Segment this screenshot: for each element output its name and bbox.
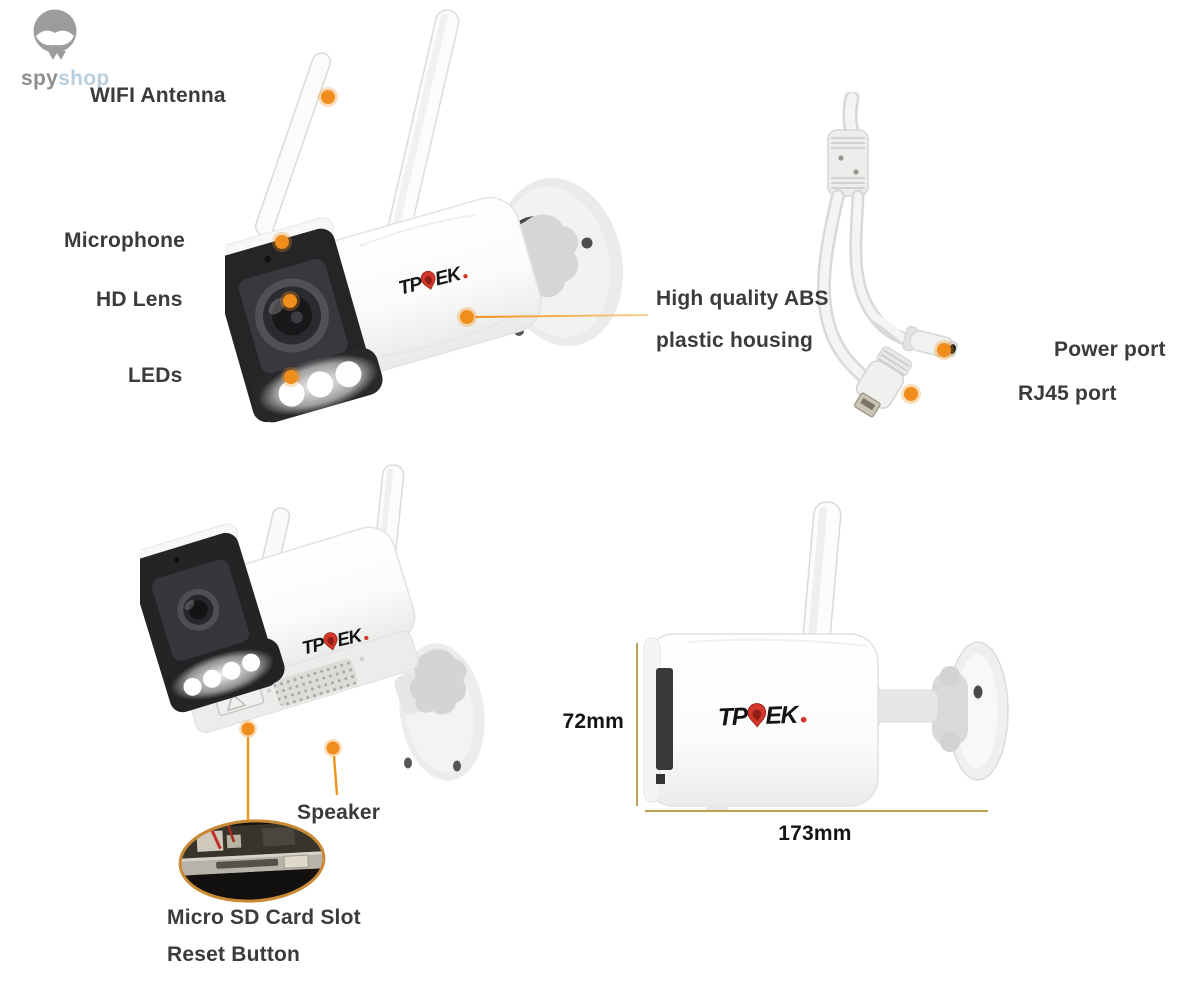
spyshop-logo: spyshop bbox=[18, 6, 109, 91]
pigtail-cable bbox=[816, 92, 958, 418]
label-reset-button: Reset Button bbox=[167, 943, 301, 966]
camera-body: TP EK bbox=[225, 196, 542, 423]
label-microphone: Microphone bbox=[64, 229, 185, 252]
label-micro-sd-card-slot: Micro SD Card Slot bbox=[167, 906, 361, 929]
camera-body: TP EK bbox=[643, 633, 879, 810]
camera-front-view: TP EK bbox=[225, 9, 624, 423]
label-speaker: Speaker bbox=[297, 801, 381, 824]
wall-mount-bracket bbox=[394, 643, 485, 781]
label-hd-lens: HD Lens bbox=[96, 288, 183, 311]
wall-mount-bracket bbox=[864, 641, 1009, 781]
label-housing-line1: High quality ABS bbox=[656, 287, 829, 310]
spyshop-mascot-icon bbox=[33, 9, 77, 60]
wifi-antenna-left bbox=[254, 52, 332, 237]
power-port-connector bbox=[902, 325, 958, 358]
inset-border bbox=[178, 819, 326, 903]
label-rj45-port: RJ45 port bbox=[1018, 382, 1117, 405]
label-leds: LEDs bbox=[128, 364, 183, 387]
cable-splitter bbox=[827, 129, 869, 197]
micro-sd-slot-opening bbox=[216, 858, 279, 869]
spyshop-word-shop: shop bbox=[58, 67, 110, 90]
camera-underside bbox=[189, 630, 419, 734]
label-dimension-length: 173mm bbox=[778, 822, 852, 845]
speaker-grille bbox=[273, 658, 358, 707]
tptek-logo-tp: TP bbox=[718, 703, 750, 731]
microphone-hole bbox=[264, 255, 271, 263]
label-housing: High quality ABS plastic housing bbox=[656, 278, 829, 362]
spyshop-word-spy: spy bbox=[21, 67, 59, 90]
camera-body: TP EK bbox=[140, 523, 419, 734]
sd-slot-inset bbox=[178, 817, 326, 905]
label-housing-line2: plastic housing bbox=[656, 329, 814, 352]
tptek-logo-ek: EK bbox=[765, 702, 801, 730]
label-wifi-antenna: WIFI Antenna bbox=[90, 84, 226, 107]
lens-visor-edge bbox=[656, 668, 673, 770]
camera-side-view: TP EK bbox=[643, 501, 1009, 810]
hd-lens bbox=[177, 588, 220, 631]
microphone-hole bbox=[174, 557, 180, 563]
tptek-logo: TP EK bbox=[718, 702, 807, 732]
label-dimension-height: 72mm bbox=[562, 710, 624, 733]
hd-lens bbox=[255, 278, 330, 353]
label-power-port: Power port bbox=[1054, 338, 1166, 361]
led-strip bbox=[251, 348, 383, 423]
rj45-port-connector bbox=[853, 346, 913, 418]
camera-bottom-view: TP EK bbox=[140, 464, 485, 781]
sd-slot-photo bbox=[178, 817, 326, 905]
spyshop-wordmark: spyshop bbox=[18, 67, 109, 91]
led-strip bbox=[165, 638, 285, 710]
